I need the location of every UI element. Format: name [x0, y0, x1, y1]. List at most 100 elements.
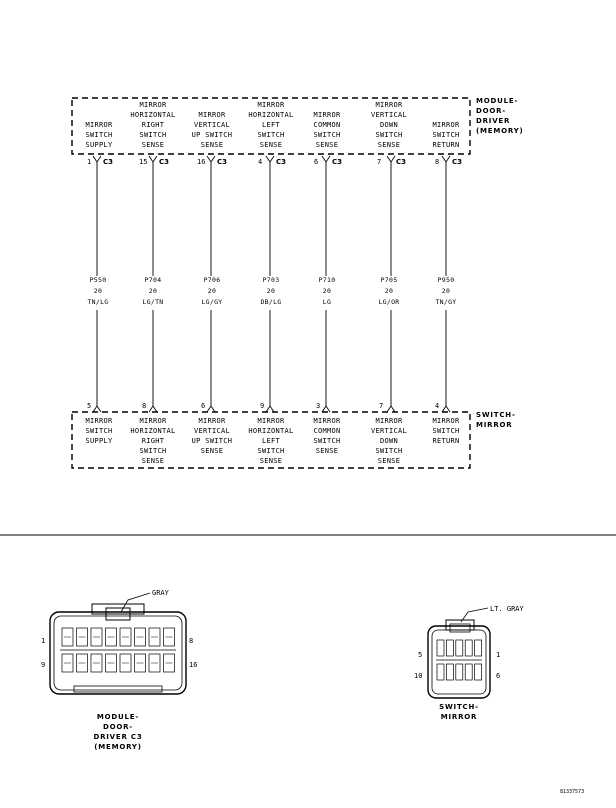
cavity [464, 639, 473, 657]
connector-id: C3 [396, 158, 407, 166]
connector-right-pin-10: 10 [414, 672, 423, 680]
top-component-box [71, 97, 471, 155]
bottom-terminal [441, 405, 451, 413]
cavity [474, 639, 482, 657]
connector-right-drawing [427, 607, 491, 699]
connector-left-pin-16: 16 [189, 661, 198, 669]
wire-label: P704 20 LG/TN [142, 276, 164, 306]
top-pin: 1 [87, 158, 92, 166]
bottom-label: MIRROR SWITCH RETURN [432, 417, 460, 445]
connector-left-color: GRAY [152, 589, 169, 597]
wires [92, 155, 451, 413]
cavity [61, 653, 74, 673]
connector-right-pin-5: 5 [418, 651, 423, 659]
cavity [90, 653, 103, 673]
bottom-terminal [321, 405, 331, 413]
cavity [134, 653, 146, 673]
bottom-terminal [265, 405, 275, 413]
connector-left-pin-8: 8 [189, 637, 194, 645]
bottom-label: MIRROR VERTICAL DOWN SWITCH SENSE [370, 417, 408, 465]
cavity [455, 639, 464, 657]
top-terminal [92, 155, 102, 163]
bottom-component-name: SWITCH- MIRROR [476, 411, 516, 429]
cavity [148, 653, 161, 673]
top-terminal [441, 155, 451, 163]
top-label: MIRROR HORIZONTAL RIGHT SWITCH SENSE [130, 101, 176, 149]
top-label: MIRROR VERTICAL DOWN SWITCH SENSE [370, 101, 408, 149]
cavity [464, 663, 473, 681]
bottom-pin: 3 [316, 402, 321, 410]
bottom-label: MIRROR COMMON SWITCH SENSE [313, 417, 341, 455]
bottom-label: MIRROR SWITCH SUPPLY [85, 417, 113, 445]
bottom-label: MIRROR HORIZONTAL LEFT SWITCH SENSE [248, 417, 294, 465]
bottom-terminal [92, 405, 102, 413]
cavity [119, 627, 132, 647]
bottom-pin: 9 [260, 402, 265, 410]
wire-label: P703 20 DB/LG [260, 276, 282, 306]
cavity [446, 639, 454, 657]
cavity [455, 663, 464, 681]
connector-left-drawing [49, 592, 187, 695]
connector-id: C3 [217, 158, 228, 166]
connector-right-caption: SWITCH- MIRROR [439, 703, 479, 721]
top-pin: 16 [197, 158, 206, 166]
top-terminal [206, 155, 216, 163]
top-label: MIRROR SWITCH RETURN [432, 121, 460, 149]
cavity [76, 653, 88, 673]
cavity [163, 653, 175, 673]
bottom-pin: 6 [201, 402, 206, 410]
top-label: MIRROR HORIZONTAL LEFT SWITCH SENSE [248, 101, 294, 149]
top-component-name: MODULE- DOOR- DRIVER (MEMORY) [476, 97, 524, 135]
connector-id: C3 [103, 158, 114, 166]
connector-id: C3 [452, 158, 463, 166]
cavity [148, 627, 161, 647]
bottom-label: MIRROR HORIZONTAL RIGHT SWITCH SENSE [130, 417, 176, 465]
cavity [119, 653, 132, 673]
bottom-pin: 4 [435, 402, 440, 410]
top-terminal [321, 155, 331, 163]
cavity [474, 663, 482, 681]
top-terminal [148, 155, 158, 163]
connector-id: C3 [332, 158, 343, 166]
bottom-label: MIRROR VERTICAL UP SWITCH SENSE [191, 417, 233, 455]
top-pin: 4 [258, 158, 263, 166]
connector-left-caption: MODULE- DOOR- DRIVER C3 (MEMORY) [93, 713, 143, 751]
connector-left-pin-1: 1 [41, 637, 46, 645]
wire-label: P550 20 TN/LG [87, 276, 109, 306]
connector-right-pin-1: 1 [496, 651, 501, 659]
wire-label: P706 20 LG/GY [201, 276, 223, 306]
top-terminal [386, 155, 396, 163]
top-label: MIRROR SWITCH SUPPLY [85, 121, 113, 149]
wire-label: P950 20 TN/GY [435, 276, 457, 306]
cavity [436, 663, 445, 681]
bottom-pin: 5 [87, 402, 92, 410]
cavity [105, 627, 117, 647]
cavity [76, 627, 88, 647]
bottom-pin: 8 [142, 402, 147, 410]
connector-id: C3 [276, 158, 287, 166]
cavity [163, 627, 175, 647]
cavity [90, 627, 103, 647]
cavity [61, 627, 74, 647]
bottom-terminal [206, 405, 216, 413]
top-terminal [265, 155, 275, 163]
connector-right-color: LT. GRAY [490, 605, 524, 613]
top-pin: 8 [435, 158, 440, 166]
wire-label: P705 20 LG/OR [378, 276, 400, 306]
cavity [446, 663, 454, 681]
connector-right-pin-6: 6 [496, 672, 501, 680]
top-label: MIRROR VERTICAL UP SWITCH SENSE [191, 111, 233, 149]
cavity [134, 627, 146, 647]
top-pin: 15 [139, 158, 148, 166]
top-pin: 6 [314, 158, 319, 166]
bottom-terminal [386, 405, 396, 413]
bottom-pin: 7 [379, 402, 384, 410]
figure-id: 81337573 [560, 789, 585, 795]
top-pin: 7 [377, 158, 382, 166]
wire-label: P710 20 LG [318, 276, 336, 306]
cavity [436, 639, 445, 657]
top-label: MIRROR COMMON SWITCH SENSE [313, 111, 341, 149]
bottom-terminal [148, 405, 158, 413]
connector-id: C3 [159, 158, 170, 166]
